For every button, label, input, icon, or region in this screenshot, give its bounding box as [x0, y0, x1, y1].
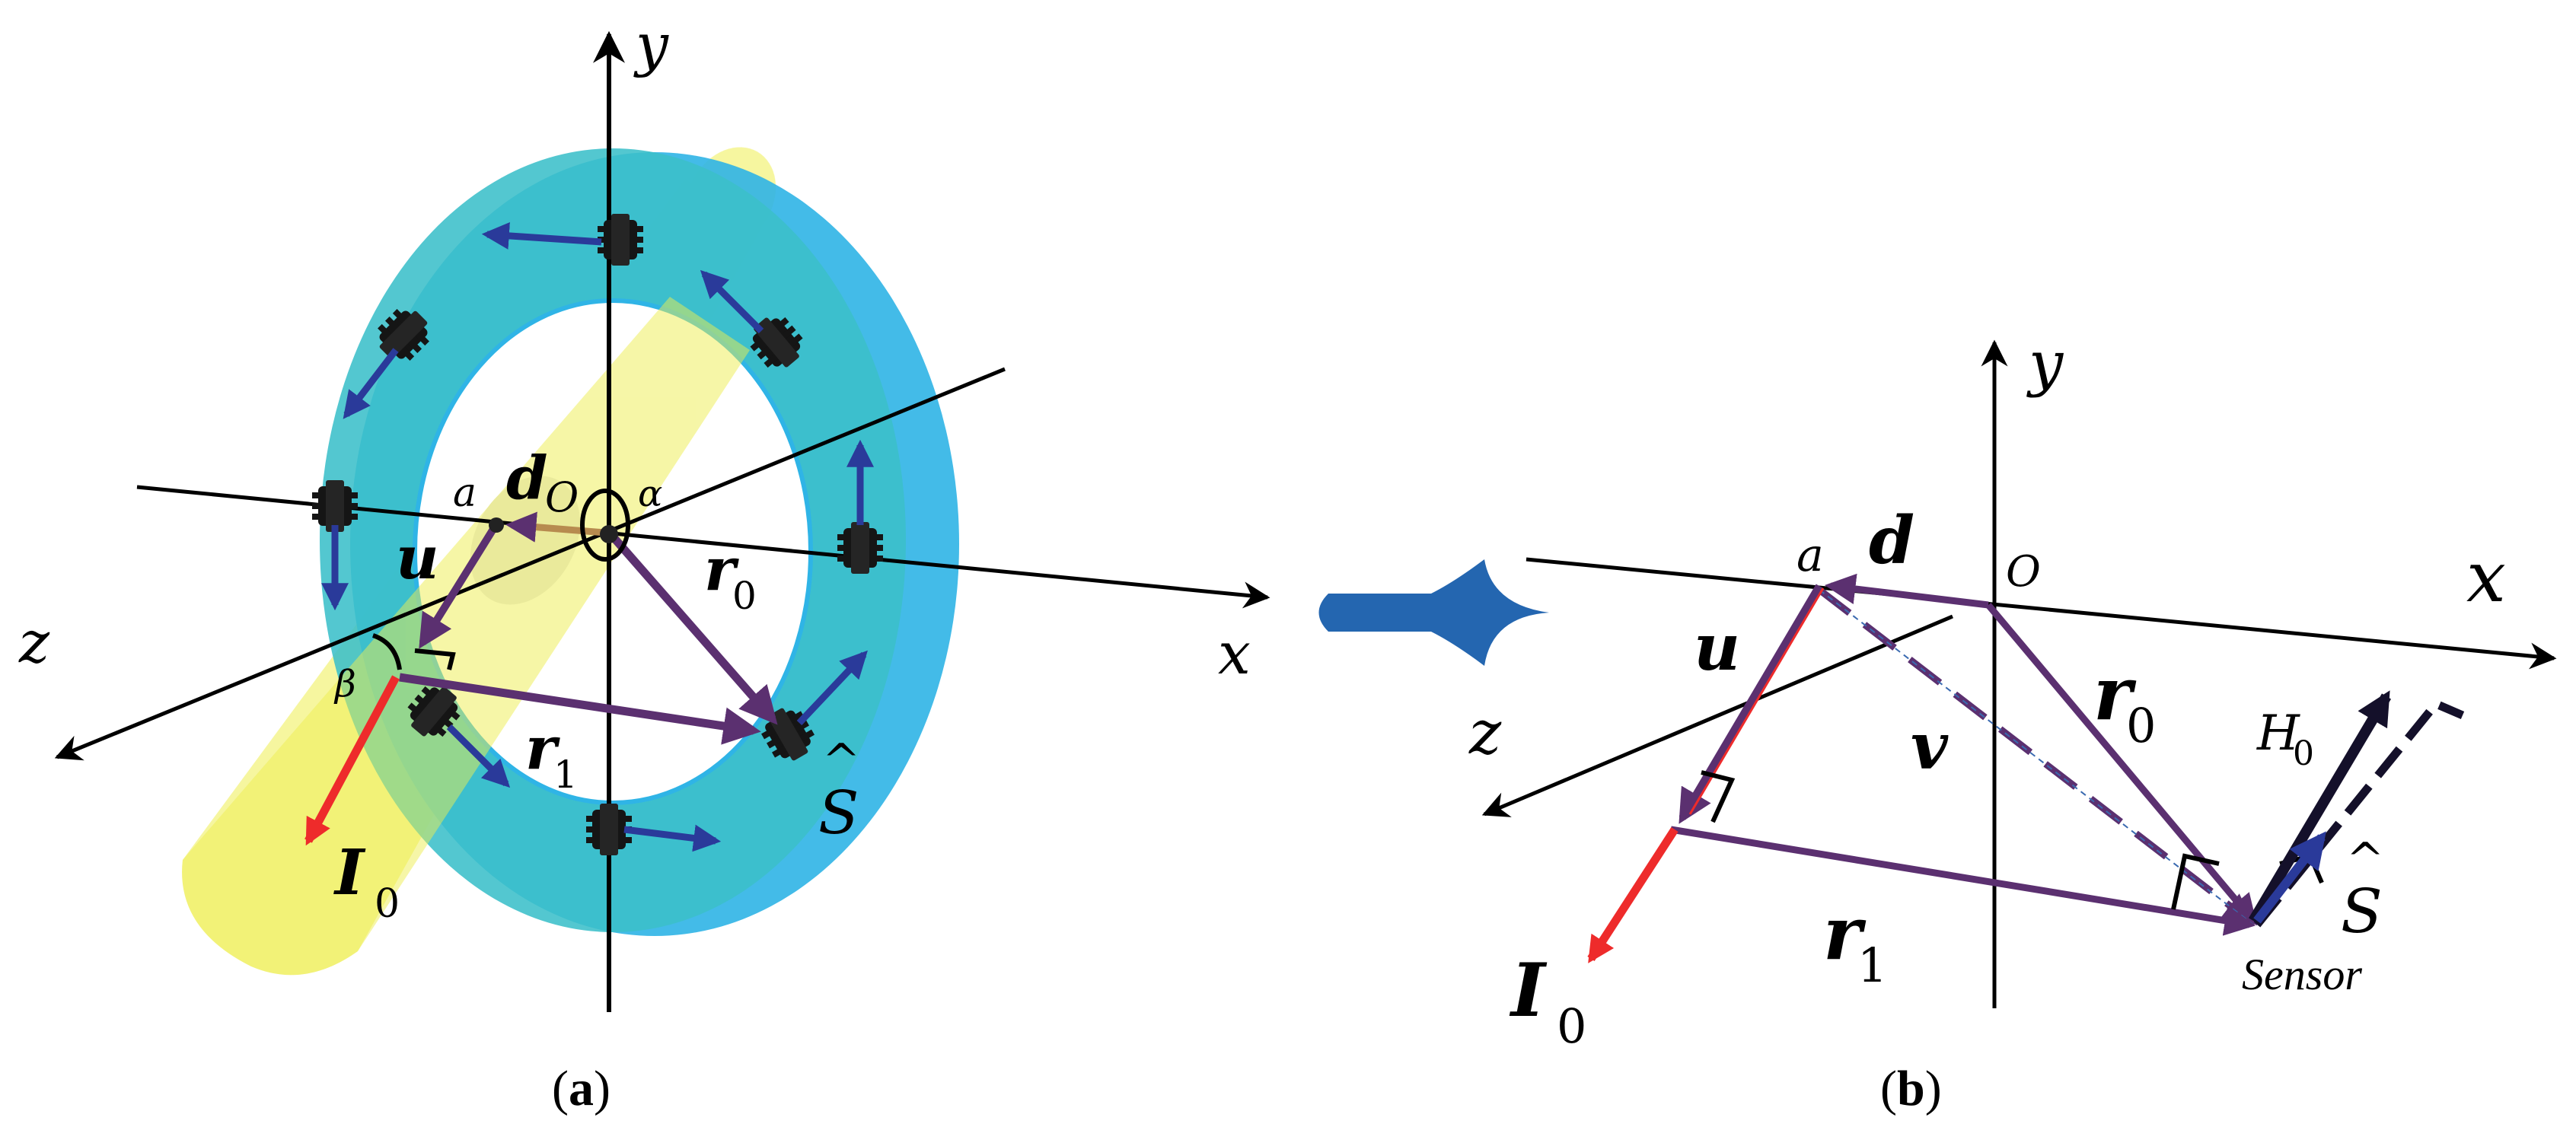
vector-r1-a	[399, 673, 761, 745]
caption-b: (b)	[1880, 1061, 1942, 1116]
x-axis-label-b: x	[2466, 536, 2506, 618]
u-label-b: u	[1694, 610, 1740, 685]
right-angle-b1	[1701, 770, 1736, 823]
alpha-angle-mark	[580, 489, 631, 562]
vector-u-b	[1679, 584, 1823, 824]
vector-d-a	[505, 511, 606, 543]
point-a-label: a	[453, 470, 477, 516]
z-axis-label-a: z	[18, 608, 50, 676]
alpha-label: α	[638, 473, 662, 515]
caption-a: (a)	[552, 1061, 611, 1116]
vector-r0-b	[1985, 603, 2258, 926]
current-sub-a: 0	[375, 881, 400, 927]
origin-dot-a	[600, 525, 618, 543]
r1-sub-b: 1	[1857, 938, 1887, 993]
r0-label-b: r	[2093, 651, 2137, 737]
sensor-dir-label-b: S	[2341, 876, 2383, 947]
field-h0-dashed	[2253, 699, 2465, 928]
point-a-dot	[489, 517, 504, 533]
v-label-b: v	[1911, 708, 1949, 784]
sensor-dir-hat-b: ^	[2346, 833, 2384, 887]
current-arrow-b	[1587, 827, 1679, 963]
origin-label-b: O	[2006, 547, 2041, 597]
r1-label-b: r	[1823, 890, 1867, 976]
r1-sub-a: 1	[553, 753, 578, 797]
sensor-blocks	[312, 214, 883, 855]
vector-r0-a	[609, 533, 778, 725]
r0-label-a: r	[704, 535, 739, 604]
x-axis-b	[1526, 557, 2557, 670]
x-axis-label-a: x	[1218, 619, 1251, 687]
beta-angle-mark	[371, 633, 402, 670]
sensor-label: Sensor	[2242, 950, 2362, 999]
z-axis-label-b: z	[1468, 697, 1502, 768]
point-a-label-b: a	[1797, 529, 1824, 582]
vector-u-a	[419, 524, 499, 649]
y-axis-label-a: y	[633, 11, 669, 78]
right-angle-a	[414, 648, 456, 670]
z-axis-a	[54, 367, 1006, 761]
current-label-a: I	[333, 836, 366, 909]
r1-label-a: r	[525, 714, 560, 783]
panel-b: y x z O a d u v r 0 r 1 I 0 H 0 S ^ Sens…	[1468, 328, 2557, 1116]
current-arrow-a	[304, 675, 400, 846]
sensor-dir-arrow-b	[2253, 831, 2326, 924]
sensor-dir-label-a: S	[818, 779, 859, 848]
vector-r1-b	[1670, 826, 2256, 936]
field-h0-label: H	[2256, 705, 2300, 762]
d-label-a: d	[506, 444, 548, 513]
y-axis-label-b: y	[2026, 328, 2064, 399]
d-sub-a: O	[545, 473, 579, 521]
z-axis-b	[1481, 614, 1953, 817]
right-angle-b2	[2171, 853, 2220, 910]
u-label-a: u	[396, 524, 439, 593]
transition-arrow	[1318, 559, 1549, 666]
r0-sub-a: 0	[732, 574, 757, 618]
panel-a: y x z a α β d O u r 0 r 1 I 0 S ^ (a)	[18, 11, 1270, 1116]
r0-sub-b: 0	[2126, 698, 2156, 753]
beta-label: β	[333, 663, 356, 705]
current-label-b: I	[1509, 947, 1548, 1033]
current-sub-b: 0	[1557, 998, 1586, 1054]
vector-d-b	[1824, 573, 1989, 609]
field-h0-sub: 0	[2293, 734, 2314, 773]
d-label-b: d	[1869, 502, 1914, 579]
field-h0-arrow	[2248, 690, 2392, 924]
sensor-dir-hat-a: ^	[822, 734, 860, 788]
